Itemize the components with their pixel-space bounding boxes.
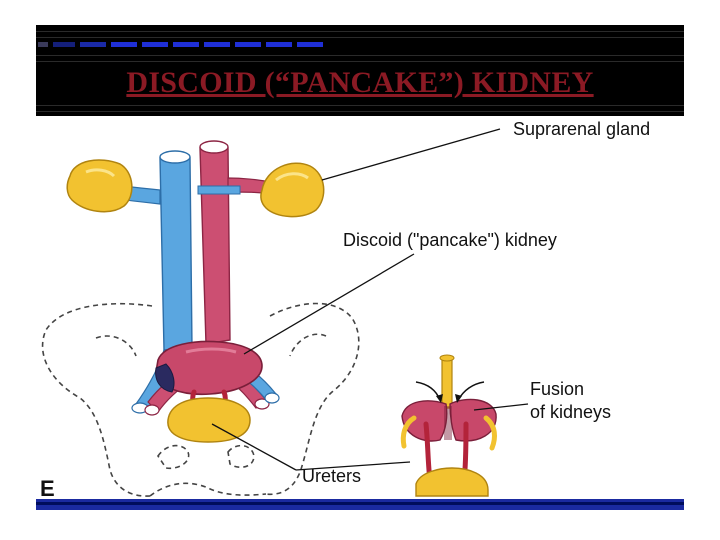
- suprarenal-gland-right: [261, 163, 324, 216]
- suprarenal-gland-left: [67, 160, 132, 212]
- label-ureters: Ureters: [302, 466, 361, 486]
- bottom-bar: [36, 499, 684, 510]
- label-suprarenal-gland: Suprarenal gland: [513, 119, 650, 139]
- label-fusion-line1: Fusion: [530, 379, 584, 399]
- fusion-inset: [402, 355, 496, 496]
- label-discoid-kidney: Discoid ("pancake") kidney: [343, 230, 557, 250]
- label-fusion-line2: of kidneys: [530, 402, 611, 422]
- bladder: [168, 398, 250, 442]
- panel-letter: E: [40, 476, 55, 501]
